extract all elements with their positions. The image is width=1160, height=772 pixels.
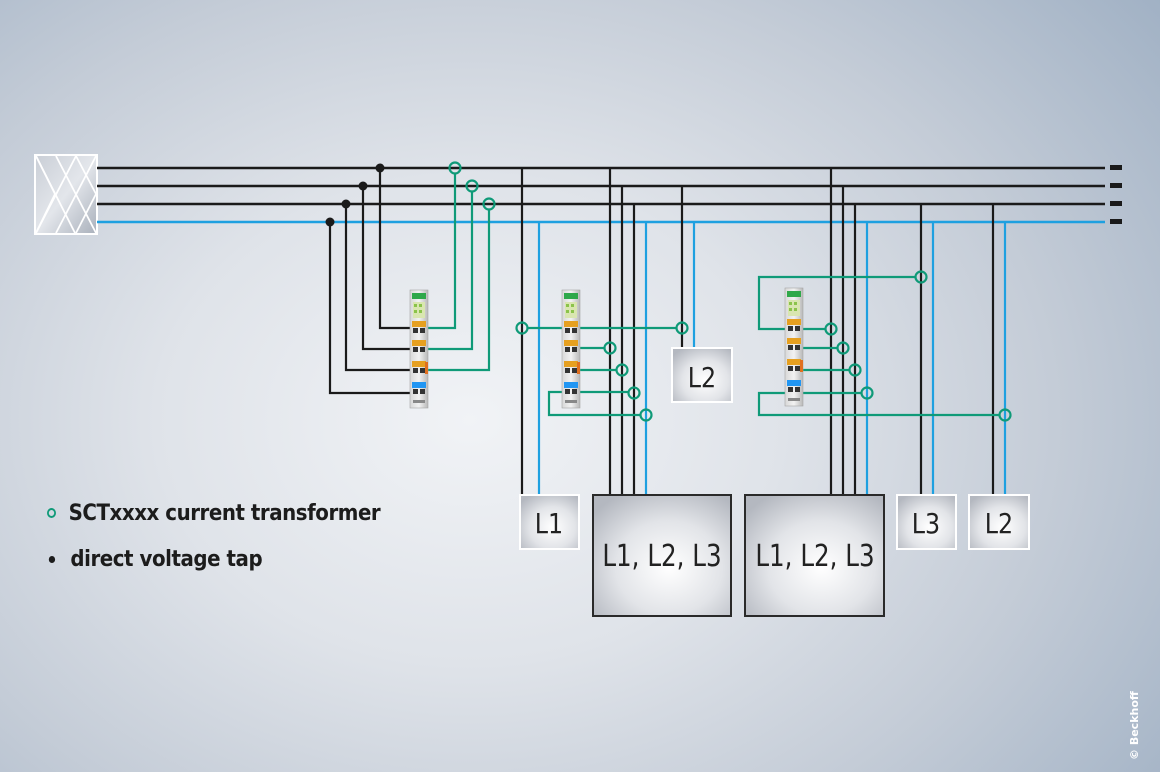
- supply-transformer-icon: [34, 154, 98, 235]
- bus-l1-end: [1110, 165, 1122, 170]
- legend-voltage-tap-label: direct voltage tap: [70, 546, 263, 572]
- power-measurement-terminal-3: [784, 287, 804, 407]
- current-transformer-ring: [639, 408, 653, 422]
- load-label: L2: [688, 362, 716, 394]
- load-label: L3: [912, 508, 940, 540]
- load-label: L1, L2, L3: [755, 540, 874, 574]
- current-transformer-ring: [998, 408, 1012, 422]
- legend-voltage-tap: direct voltage tap: [47, 536, 380, 582]
- current-transformer-ring-icon: [47, 508, 56, 518]
- current-transformer-ring: [860, 386, 874, 400]
- load-l1: L1: [519, 494, 580, 550]
- voltage-tap-dot: [325, 217, 335, 227]
- current-transformer-ring: [448, 161, 462, 175]
- bus-n-end: [1110, 219, 1122, 224]
- current-transformers-main: [448, 161, 496, 211]
- current-transformers-group-1: [515, 321, 689, 422]
- feeder-drops-group-1: [520, 168, 696, 495]
- copyright-notice: © Beckhoff: [1128, 691, 1141, 760]
- voltage-tap-dot: [375, 163, 385, 173]
- current-transformer-ring: [914, 270, 928, 284]
- bus-bars: [97, 165, 1122, 224]
- current-transformer-ring: [465, 179, 479, 193]
- legend-current-transformer: SCTxxxx current transformer: [47, 490, 381, 536]
- voltage-tap-dot: [341, 199, 351, 209]
- load-l2-lower: L2: [968, 494, 1030, 550]
- load-l3: L3: [896, 494, 957, 550]
- load-label: L1: [535, 508, 563, 540]
- voltage-taps-main: [325, 163, 385, 227]
- power-measurement-terminal-1: [409, 289, 429, 409]
- voltage-tap-dot: [358, 181, 368, 191]
- module-1-wiring: [328, 168, 491, 395]
- legend: SCTxxxx current transformer direct volta…: [47, 490, 417, 582]
- load-l2-upper: L2: [671, 347, 733, 403]
- bus-l2-end: [1110, 183, 1122, 188]
- load-3phase-b: L1, L2, L3: [744, 494, 885, 617]
- feeder-drops-group-2: [829, 168, 1007, 495]
- current-transformer-ring: [675, 321, 689, 335]
- current-transformer-ring: [482, 197, 496, 211]
- current-transformer-ring: [627, 386, 641, 400]
- voltage-tap-dot-icon: [48, 555, 56, 563]
- load-label: L2: [985, 508, 1013, 540]
- legend-current-transformer-label: SCTxxxx current transformer: [68, 500, 381, 526]
- load-3phase-a: L1, L2, L3: [592, 494, 732, 617]
- current-transformer-ring: [615, 363, 629, 377]
- module-2-wiring: [527, 326, 676, 417]
- current-transformer-ring: [824, 322, 838, 336]
- load-label: L1, L2, L3: [602, 540, 721, 574]
- current-transformers-group-2: [824, 270, 1012, 422]
- current-transformer-ring: [848, 363, 862, 377]
- current-transformer-ring: [603, 341, 617, 355]
- current-transformer-ring: [515, 321, 529, 335]
- power-measurement-terminal-2: [561, 289, 581, 409]
- current-transformer-ring: [836, 341, 850, 355]
- bus-l3-end: [1110, 201, 1122, 206]
